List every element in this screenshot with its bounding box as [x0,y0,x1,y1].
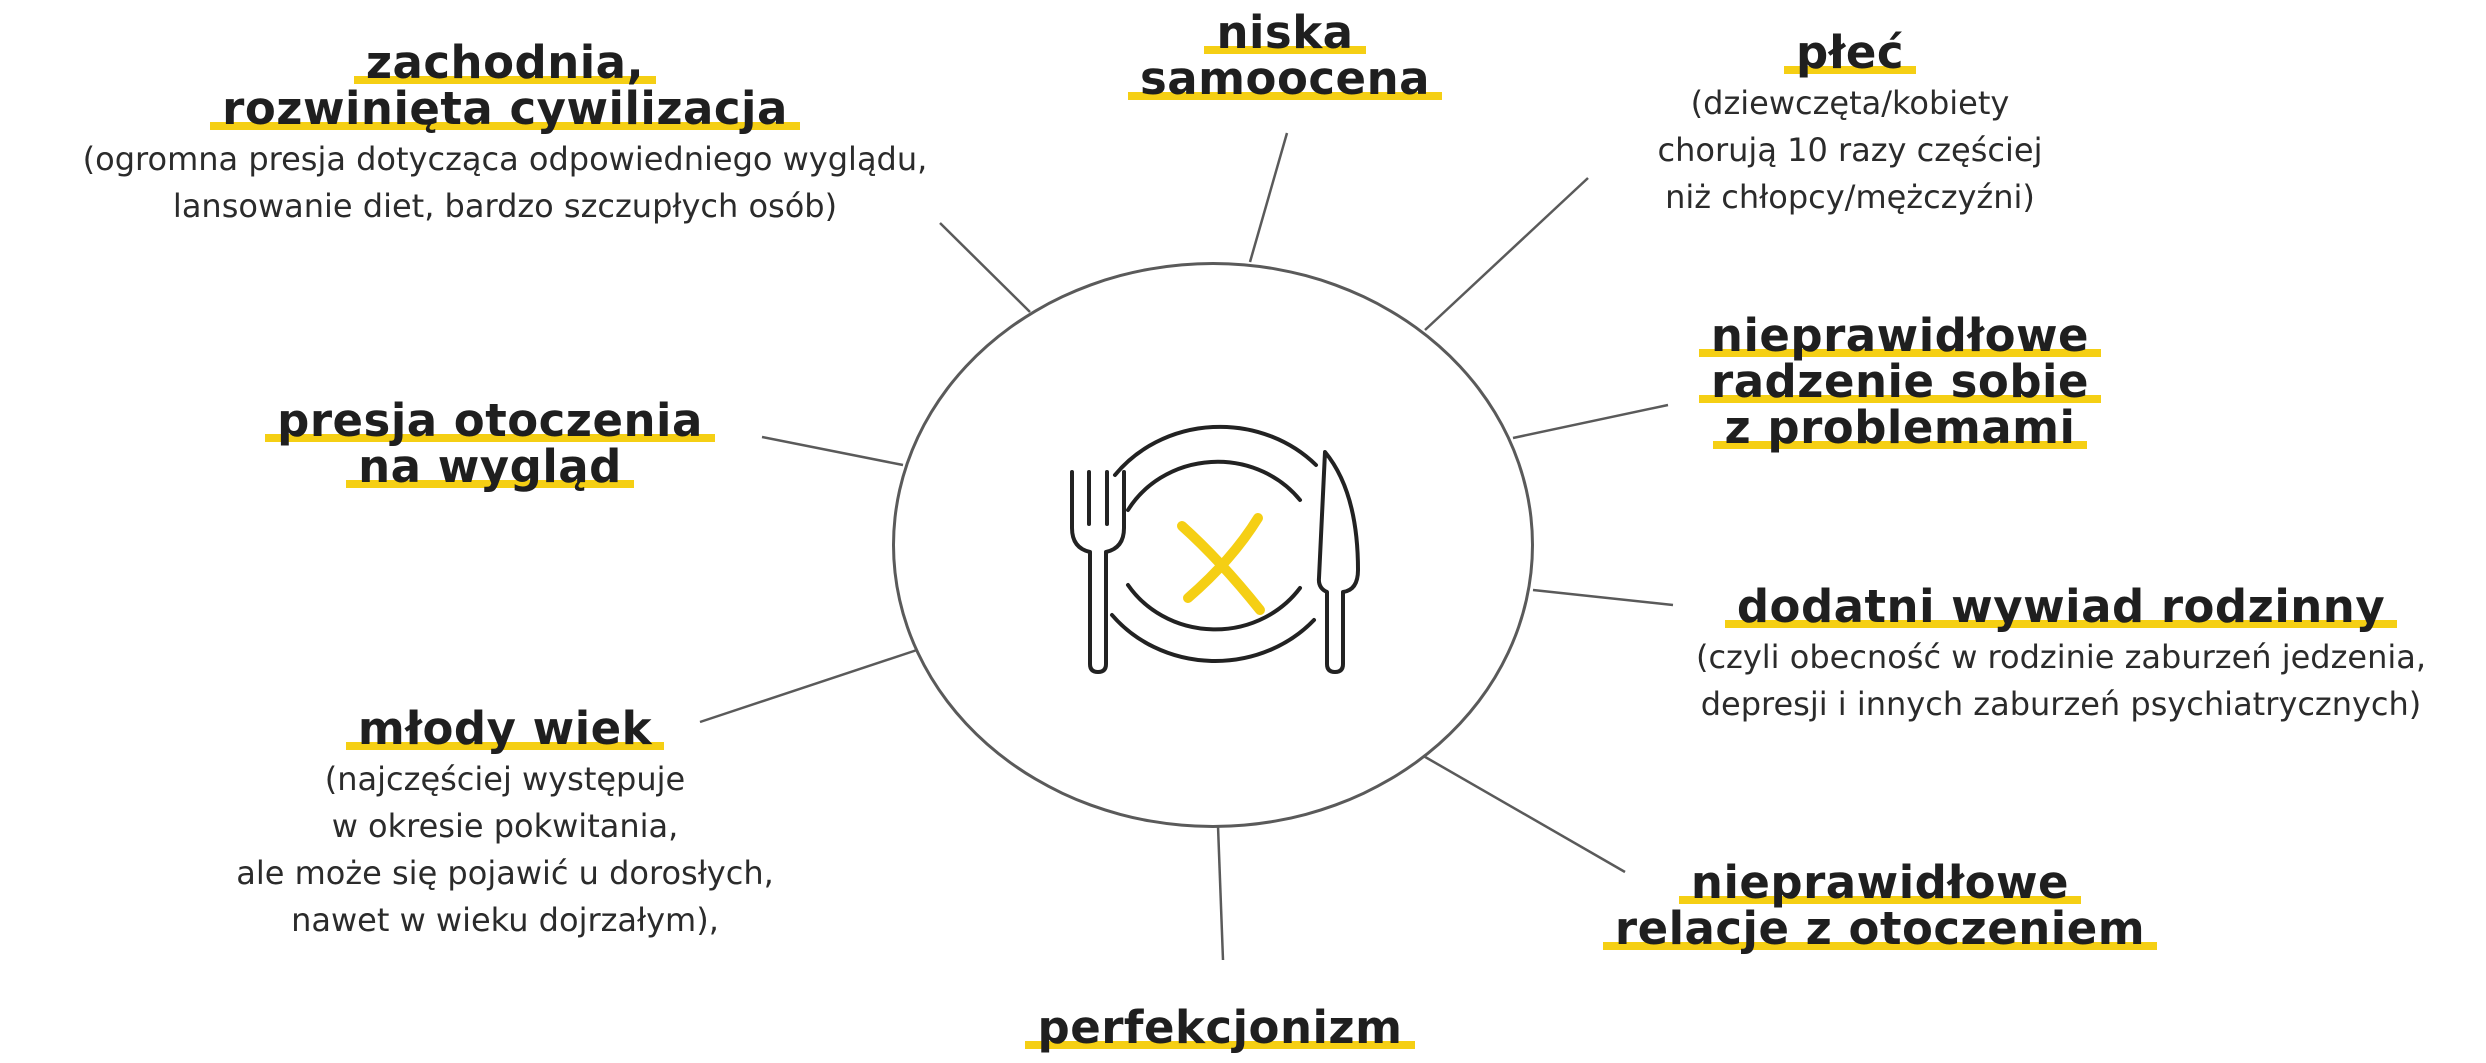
factor-title: rozwinięta cywilizacja [210,86,800,132]
plate-fork-knife-cross-icon [1070,424,1360,674]
factor-title: niska [1204,10,1366,56]
factor-title: zachodnia, [353,40,657,86]
factor-description: (ogromna presja dotycząca odpowiedniego … [82,140,928,225]
connector-dodatni [1532,588,1674,607]
factor-title: płeć [1783,30,1917,76]
factor-title: radzenie sobie [1699,359,2101,405]
factor-description: (czyli obecność w rodzinie zaburzeń jedz… [1695,638,2427,723]
factor-appearance-pressure: presja otoczenia na wygląd [240,398,740,490]
factor-description: (najczęściej występuje w okresie pokwita… [236,760,774,939]
factor-young-age: młody wiek (najczęściej występuje w okre… [120,706,890,944]
connector-presja [761,435,904,467]
factor-title: samoocena [1128,56,1442,102]
factor-perfectionism: perfekcjonizm [1010,1005,1430,1051]
connector-perfekcjonizm [1216,825,1225,961]
factor-title: perfekcjonizm [1025,1005,1415,1051]
factor-poor-relations: nieprawidłowe relacje z otoczeniem [1570,860,2190,952]
factor-poor-coping: nieprawidłowe radzenie sobie z problemam… [1650,313,2150,451]
factor-low-self-esteem: niska samoocena [1075,10,1495,102]
connector-niska [1248,132,1289,263]
factor-western-civilization: zachodnia, rozwinięta cywilizacja (ogrom… [0,40,1010,230]
connector-mlody [699,648,918,724]
factor-title: nieprawidłowe [1698,313,2102,359]
connector-nieprawidlowe-radzenie [1512,403,1669,440]
connector-nieprawidlowe-relacje [1419,752,1626,874]
factor-title: młody wiek [345,706,665,752]
factor-title: dodatni wywiad rodzinny [1724,584,2398,630]
connector-plec [1424,177,1589,331]
factor-title: nieprawidłowe [1678,860,2082,906]
factor-title: na wygląd [346,444,634,490]
factor-title: relacje z otoczeniem [1602,906,2158,952]
center-circle [892,262,1534,828]
factor-title: z problemami [1712,405,2088,451]
factor-family-history: dodatni wywiad rodzinny (czyli obecność … [1636,584,2486,728]
factor-title: presja otoczenia [265,398,715,444]
factor-description: (dziewczęta/kobiety chorują 10 razy częś… [1657,84,2043,216]
factor-gender: płeć (dziewczęta/kobiety chorują 10 razy… [1580,30,2120,221]
connector-zachodnia [939,222,1031,313]
